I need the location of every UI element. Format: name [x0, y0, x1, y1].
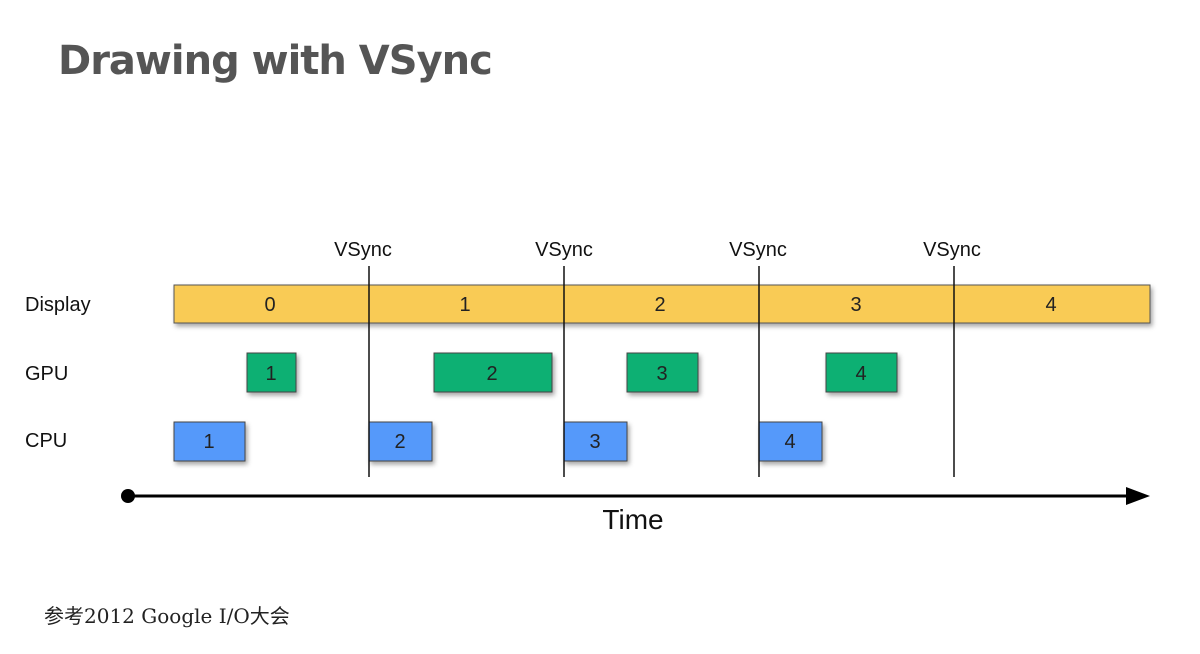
time-axis-arrowhead [1126, 487, 1150, 505]
display-frame-0: 0 [264, 294, 275, 316]
reference-footnote: 参考2012 Google I/O大会 [44, 604, 290, 628]
gpu-block-3-label: 3 [656, 363, 667, 385]
cpu-block-4-label: 4 [784, 431, 795, 453]
display-frame-1: 1 [459, 294, 470, 316]
cpu-block-1: 1 [173, 421, 246, 462]
vsync-label-4: VSync [923, 239, 981, 261]
vsync-label-3: VSync [729, 239, 787, 261]
row-label-display: Display [25, 294, 91, 316]
time-axis-label: Time [602, 504, 663, 535]
cpu-block-4: 4 [758, 421, 823, 462]
cpu-block-2-label: 2 [394, 431, 405, 453]
gpu-block-2: 2 [433, 352, 553, 393]
display-frame-2: 2 [654, 294, 665, 316]
cpu-block-3: 3 [563, 421, 628, 462]
gpu-block-4-label: 4 [855, 363, 866, 385]
gpu-block-1: 1 [246, 352, 297, 393]
gpu-block-3: 3 [626, 352, 699, 393]
row-label-cpu: CPU [25, 430, 67, 452]
row-label-gpu: GPU [25, 363, 68, 385]
display-bar [173, 284, 1151, 324]
display-frame-4: 4 [1045, 294, 1056, 316]
vsync-label-2: VSync [535, 239, 593, 261]
cpu-block-1-label: 1 [203, 431, 214, 453]
cpu-block-3-label: 3 [589, 431, 600, 453]
display-frame-3: 3 [850, 294, 861, 316]
cpu-block-2: 2 [368, 421, 433, 462]
gpu-block-4: 4 [825, 352, 898, 393]
gpu-block-2-label: 2 [486, 363, 497, 385]
vsync-label-1: VSync [334, 239, 392, 261]
gpu-block-1-label: 1 [265, 363, 276, 385]
page-title: Drawing with VSync [58, 38, 493, 84]
